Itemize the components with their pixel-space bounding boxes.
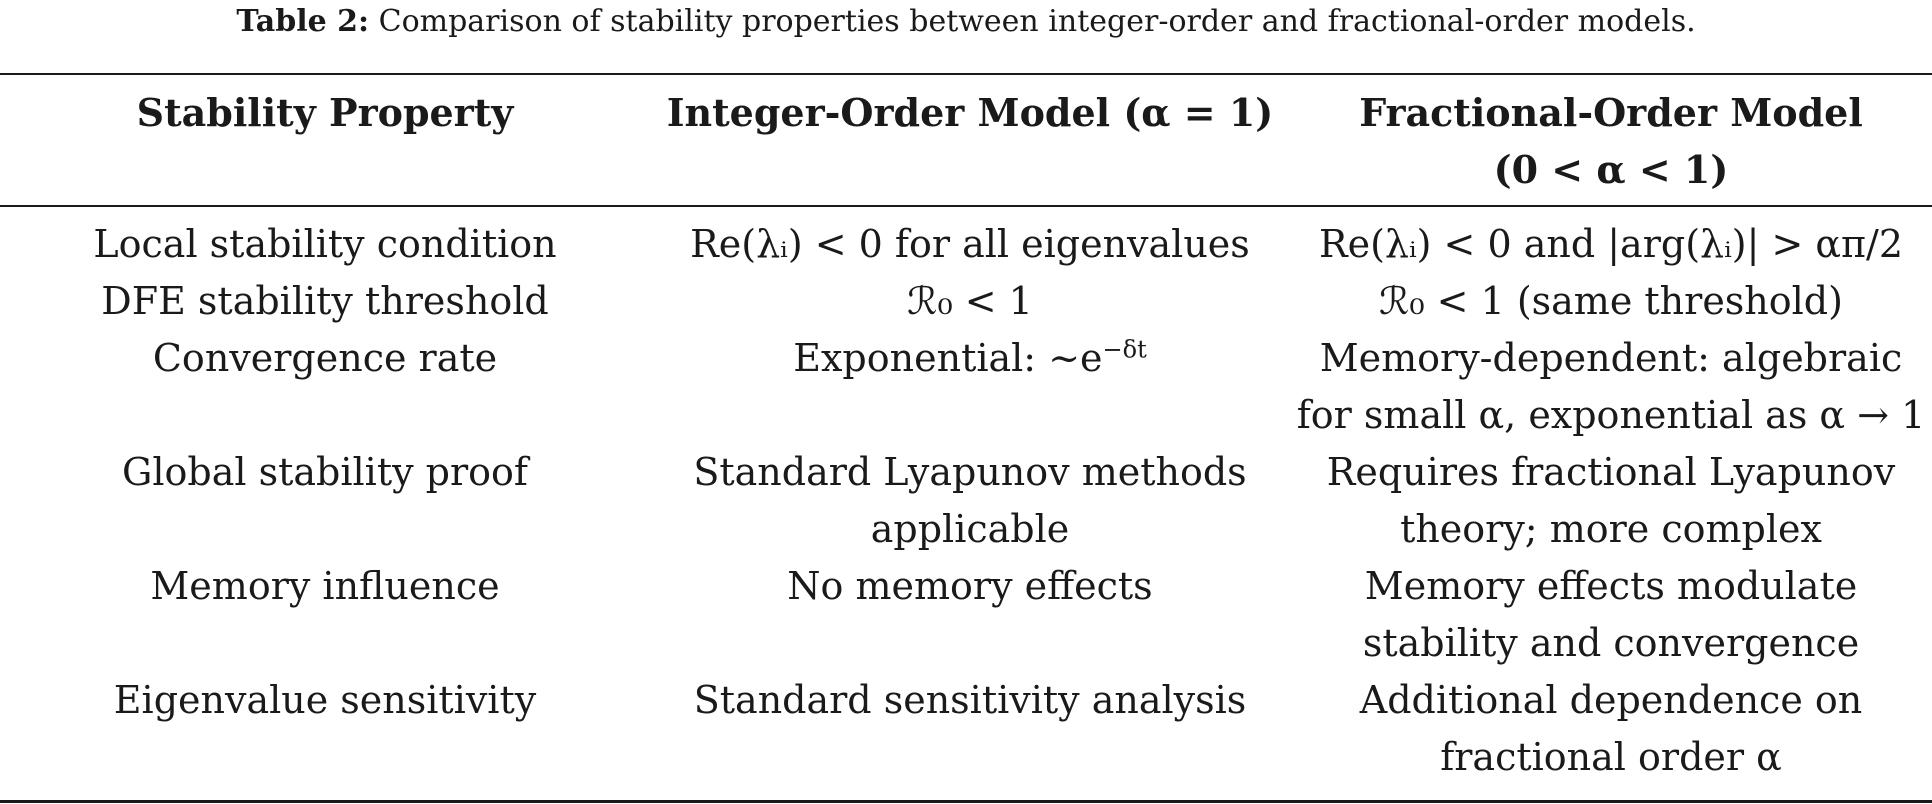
- bottom-rule: [0, 800, 1932, 803]
- cell-property: Memory influence: [150, 564, 500, 608]
- cell-fractional-line: for small α, exponential as α → 1: [1296, 393, 1926, 437]
- cell-fractional-line: stability and convergence: [1362, 621, 1860, 665]
- cell-property: Convergence rate: [152, 336, 498, 380]
- header-rule: [0, 205, 1932, 207]
- cell-integer: Standard sensitivity analysis: [693, 678, 1247, 722]
- cell-fractional: ℛ₀ < 1 (same threshold): [1290, 273, 1932, 330]
- cell-integer-line: applicable: [870, 507, 1070, 551]
- cell-fractional-line: ℛ₀ < 1 (same threshold): [1379, 279, 1843, 323]
- cell-fractional-line: Memory-dependent: algebraic: [1319, 336, 1903, 380]
- header-fractional-order: Fractional-Order Model (0 < α < 1): [1290, 84, 1932, 198]
- cell-fractional-line: Additional dependence on: [1359, 678, 1863, 722]
- cell-fractional-line: Memory effects modulate: [1364, 564, 1858, 608]
- caption-text: Comparison of stability properties betwe…: [378, 4, 1696, 39]
- cell-integer-base: Exponential: ~e: [793, 336, 1103, 380]
- cell-fractional-line: fractional order α: [1440, 735, 1782, 779]
- header-stability-property: Stability Property: [136, 90, 514, 135]
- header-integer-order: Integer-Order Model (α = 1): [666, 90, 1274, 135]
- header-fractional-line1: Fractional-Order Model: [1359, 90, 1863, 135]
- cell-integer: No memory effects: [787, 564, 1153, 608]
- cell-property: Global stability proof: [122, 450, 528, 494]
- cell-fractional: Memory-dependent: algebraic for small α,…: [1290, 330, 1932, 444]
- cell-fractional: Memory effects modulate stability and co…: [1290, 558, 1932, 672]
- cell-property: Local stability condition: [93, 222, 557, 266]
- cell-integer: Exponential: ~e−δt: [650, 330, 1290, 387]
- top-rule: [0, 73, 1932, 75]
- header-fractional-line2: (0 < α < 1): [1493, 147, 1729, 192]
- cell-fractional: Requires fractional Lyapunov theory; mor…: [1290, 444, 1932, 558]
- cell-integer: Re(λᵢ) < 0 for all eigenvalues: [690, 222, 1250, 266]
- cell-fractional: Additional dependence on fractional orde…: [1290, 672, 1932, 786]
- table-caption: Table 2: Comparison of stability propert…: [0, 0, 1932, 42]
- caption-label: Table 2:: [236, 4, 370, 39]
- cell-integer: Standard Lyapunov methods applicable: [650, 444, 1290, 558]
- cell-fractional-line: Re(λᵢ) < 0 and |arg(λᵢ)| > απ/2: [1318, 222, 1903, 266]
- cell-integer-exponent: −δt: [1102, 335, 1147, 364]
- cell-fractional-line: theory; more complex: [1400, 507, 1822, 551]
- cell-integer: ℛ₀ < 1: [907, 279, 1033, 323]
- cell-fractional: Re(λᵢ) < 0 and |arg(λᵢ)| > απ/2: [1290, 216, 1932, 273]
- cell-property: Eigenvalue sensitivity: [113, 678, 537, 722]
- cell-fractional-line: Requires fractional Lyapunov: [1326, 450, 1896, 494]
- cell-integer-line: Standard Lyapunov methods: [693, 450, 1247, 494]
- cell-property: DFE stability threshold: [101, 279, 549, 323]
